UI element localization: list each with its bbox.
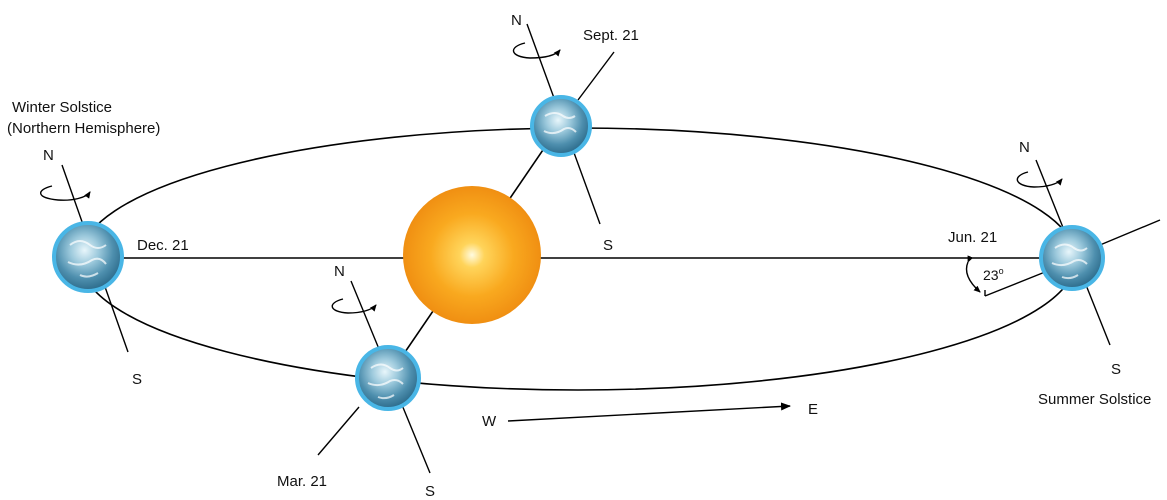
sept-rotation-arrow-icon (512, 42, 561, 59)
winter-cloud-texture (67, 240, 107, 278)
mar-sun-pointer (317, 406, 360, 456)
west-east-arrow (507, 402, 791, 422)
sun (403, 186, 541, 324)
dec-date-label: Dec. 21 (137, 237, 189, 254)
earth-winter (52, 221, 124, 293)
winter-south-label: S (132, 371, 142, 388)
sept-north-label: N (511, 12, 522, 29)
sept-sun-pointer (577, 51, 615, 101)
summer-rotation-arrow-icon (1016, 171, 1063, 188)
sept-south-label: S (603, 237, 613, 254)
earth-sept-group (512, 23, 615, 225)
orbit-path (79, 127, 1077, 391)
earth-mar-group (317, 280, 431, 474)
mar-rotation-arrow-icon (331, 298, 377, 314)
summer-cloud-texture (1051, 243, 1088, 280)
mar-cloud-texture (367, 363, 404, 400)
sept-cloud-texture (543, 112, 577, 135)
earth-mar (355, 345, 421, 411)
earth-summer-group (965, 159, 1161, 346)
mar-south-label: S (425, 483, 435, 500)
west-label: W (482, 413, 497, 430)
earth-summer (1039, 225, 1105, 291)
mar-date-label: Mar. 21 (277, 473, 327, 490)
tilt-angle-arc-icon (965, 255, 981, 293)
winter-solstice-subtitle: (Northern Hemisphere) (7, 120, 160, 137)
mar-north-label: N (334, 263, 345, 280)
summer-south-label: S (1111, 361, 1121, 378)
earth-winter-group (40, 164, 129, 353)
winter-north-label: N (43, 147, 54, 164)
sept-date-label: Sept. 21 (583, 27, 639, 44)
tilt-angle-value: 23o (983, 266, 1004, 283)
summer-solstice-title: Summer Solstice (1038, 391, 1151, 408)
east-label: E (808, 401, 818, 418)
earth-sept (530, 95, 592, 157)
jun-date-label: Jun. 21 (948, 229, 997, 246)
summer-sun-pointer (1099, 219, 1161, 246)
summer-north-label: N (1019, 139, 1030, 156)
winter-rotation-arrow-icon (40, 185, 91, 201)
tilt-degree-symbol: o (999, 266, 1004, 276)
winter-solstice-title: Winter Solstice (12, 99, 112, 116)
